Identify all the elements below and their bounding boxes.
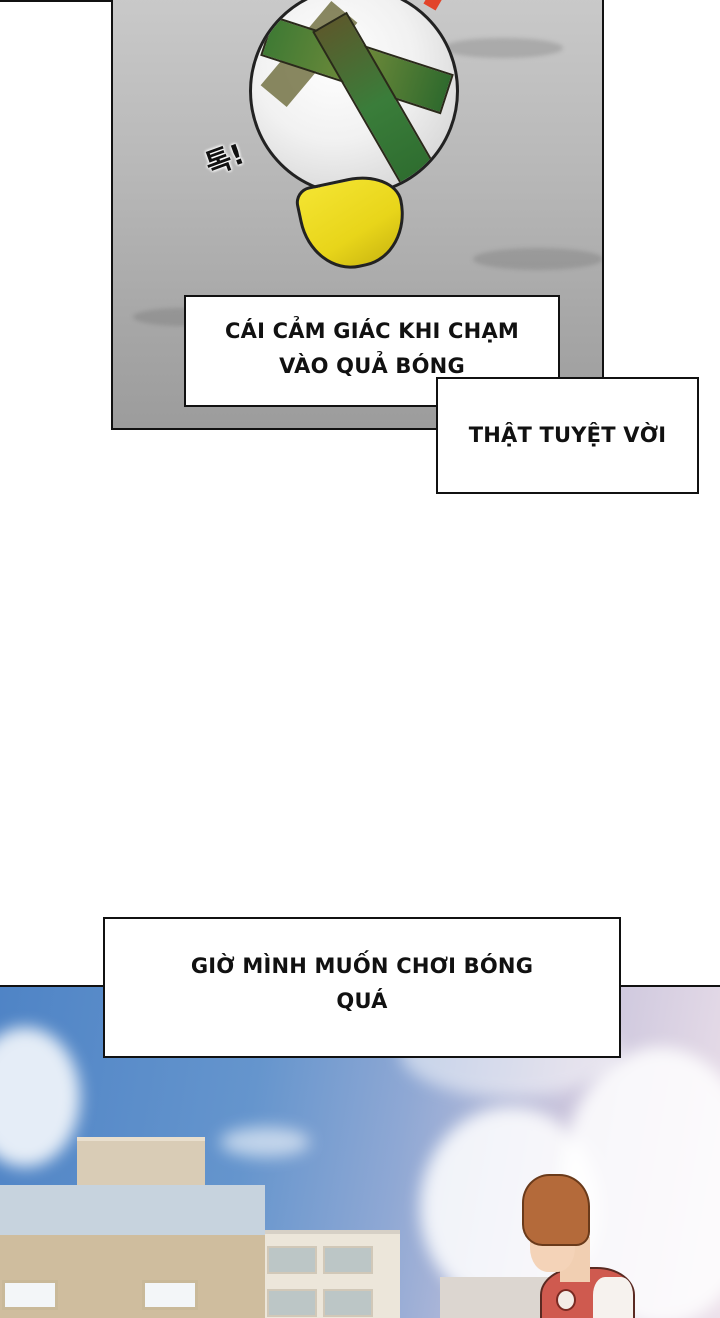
ground-texture: [443, 38, 563, 58]
window: [142, 1280, 198, 1310]
boy-hair: [522, 1174, 590, 1246]
caption-box-want-to-play: GIỜ MÌNH MUỐN CHƠI BÓNG QUÁ: [103, 917, 621, 1058]
building-wall: [0, 1235, 265, 1318]
caption-line: THẬT TUYỆT VỜI: [468, 423, 667, 447]
soccer-ball-icon: [249, 0, 459, 196]
red-sock-detail: [423, 0, 443, 11]
ground-texture: [473, 248, 602, 270]
caption-line: QUÁ: [336, 988, 388, 1013]
building-rooftop: [77, 1137, 205, 1187]
house-roof: [440, 1277, 550, 1318]
white-sleeve: [593, 1277, 633, 1318]
caption-box-awesome: THẬT TUYỆT VỜI: [436, 377, 699, 494]
cloud: [0, 1027, 80, 1167]
window: [2, 1280, 58, 1310]
caption-line: CÁI CẢM GIÁC KHI CHẠM: [225, 319, 519, 343]
jacket-badge-icon: [556, 1289, 576, 1311]
cloud: [220, 1127, 310, 1157]
sound-effect: 톡!: [201, 137, 249, 182]
caption-line: GIỜ MÌNH MUỐN CHƠI BÓNG: [190, 953, 534, 978]
caption-line: VÀO QUẢ BÓNG: [279, 354, 465, 378]
apartment-building: [265, 1230, 400, 1318]
building-band: [0, 1185, 265, 1235]
previous-panel-edge: [0, 0, 170, 2]
